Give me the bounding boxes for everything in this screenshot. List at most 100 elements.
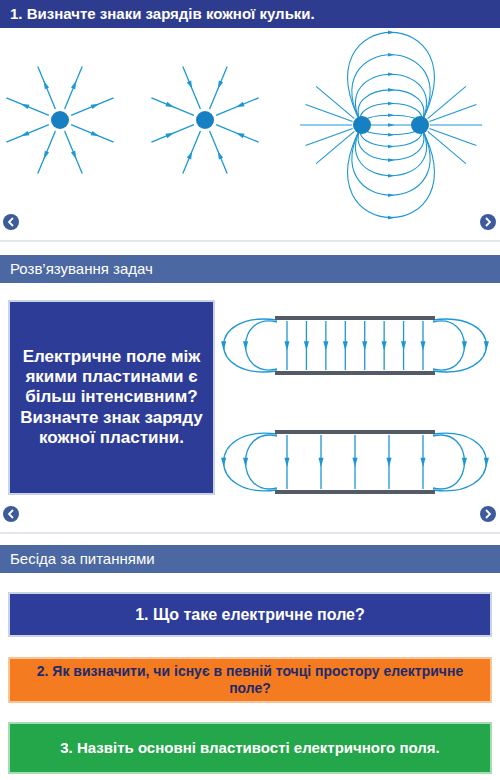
fringe-field-line [246,321,277,370]
arrowhead [243,458,248,467]
chevron [9,218,13,226]
section-header: Розв’язування задач [0,255,500,283]
field-line [429,128,476,145]
field-line [65,66,83,108]
arrowhead [388,123,394,127]
field-line [183,66,201,108]
arrowhead [221,458,226,467]
field-line [38,131,56,173]
node-text: Електричне поле між якими пластинами є б… [18,347,205,449]
arrowhead [187,80,192,89]
arrowhead [218,151,223,160]
nav-circle [3,506,19,522]
node-text: 1. Що таке електричне поле? [20,605,480,624]
chevron [486,510,490,518]
question-box: 3. Назвіть основні властивості електричн… [8,722,492,774]
arrowhead [386,458,391,467]
plate [275,371,435,375]
field-line [352,125,430,195]
charged-plates [221,316,489,375]
arrowhead [218,80,223,89]
arrowhead [388,72,394,76]
positive-charge-field [6,66,113,173]
arrowhead [71,151,76,160]
field-line [352,55,430,125]
fringe-field-line [433,435,464,489]
arrowhead [420,341,425,350]
arrowhead [343,341,348,350]
field-line [429,104,476,121]
arrowhead [44,81,49,90]
field-line [65,131,83,173]
fringe-field-line [433,321,464,370]
arrowhead [484,458,489,467]
field-line [430,124,482,125]
question-box: 2. Як визначити, чи існує в певній точці… [8,657,492,703]
field-line [216,125,258,143]
node-text: 2. Як визначити, чи існує в певній точці… [20,663,480,697]
nav-button [480,506,496,522]
fringe-field-line [224,433,277,491]
field-line [71,98,113,116]
arrowhead [187,151,192,160]
fringe-field-line [224,319,277,372]
arrowhead [165,133,174,138]
negative-charge-field [151,66,258,173]
arrowhead [243,341,248,350]
nav-circle [480,214,496,230]
arrowhead [382,341,387,350]
field-line [38,66,56,108]
arrowhead [21,131,30,136]
field-line [210,66,228,108]
field-line [183,131,201,173]
arrowhead [388,88,394,92]
arrowhead [388,193,394,197]
arrowhead [284,341,289,350]
section-header: Бесіда за питаннями [0,545,500,573]
field-line [316,86,354,118]
plate [275,316,435,320]
field-line [151,98,193,116]
node-text: 1. Визначте знаки зарядів кожної кульки. [10,5,490,23]
field-line [6,125,48,143]
arrowhead [388,53,394,57]
arrowhead [21,104,30,109]
nav-circle [3,214,19,230]
node-text: Розв’язування задач [10,260,490,278]
arrowhead [91,104,100,109]
arrowhead [388,158,394,162]
field-line [210,131,228,173]
arrowhead [236,102,245,107]
field-line [348,32,435,125]
arrowhead [44,151,49,160]
arrowhead [71,81,76,90]
field-line [6,98,48,116]
chevron [486,218,490,226]
charge-ball [51,111,69,129]
arrowhead [462,458,467,467]
arrowhead [401,341,406,350]
arrowhead [236,133,245,138]
field-line [300,124,352,125]
arrowhead [91,131,100,136]
charge-ball [411,116,429,134]
nav-circle [480,506,496,522]
charge-ball [196,111,214,129]
arrowhead [352,458,357,467]
arrowhead [388,113,394,117]
arrowhead [318,458,323,467]
chevron [9,510,13,518]
arrowhead [221,341,226,350]
arrowhead [484,341,489,350]
field-line [306,128,353,145]
plate [275,430,435,434]
arrowhead [420,458,425,467]
arrowhead [362,341,367,350]
section-divider [0,532,500,534]
field-line [428,131,466,163]
arrowhead [388,216,394,220]
plate [275,490,435,494]
task-box: Електричне поле між якими пластинами є б… [8,300,215,495]
charged-plates [221,430,489,494]
